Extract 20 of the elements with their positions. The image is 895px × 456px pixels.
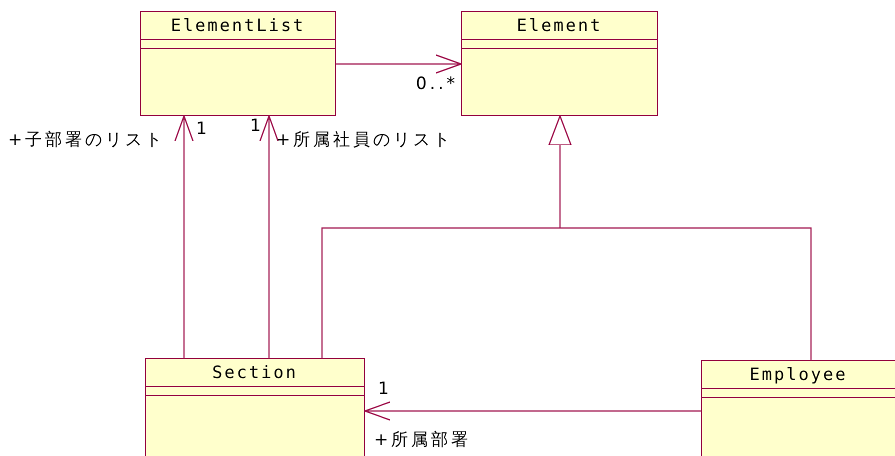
class-name: Employee	[702, 361, 895, 389]
role-name: +所属社員のリスト	[276, 130, 454, 150]
association-arrow	[174, 115, 194, 358]
class-box	[461, 11, 658, 116]
association-arrow	[259, 115, 279, 358]
multiplicity: 0..*	[416, 74, 458, 94]
role-name: +子部署のリスト	[8, 130, 166, 150]
multiplicity: 1	[250, 116, 264, 136]
role-name: +所属部署	[374, 430, 472, 450]
class-name: ElementList	[141, 12, 335, 40]
generalization-arrow	[321, 115, 812, 361]
class-name: Section	[146, 359, 364, 387]
class-box	[701, 360, 895, 456]
class-name: Element	[462, 12, 657, 40]
multiplicity: 1	[378, 379, 392, 399]
class-box	[140, 11, 336, 116]
multiplicity: 1	[196, 119, 210, 139]
association-arrow	[336, 54, 462, 74]
class-box	[145, 358, 365, 456]
association-arrow	[364, 401, 701, 421]
